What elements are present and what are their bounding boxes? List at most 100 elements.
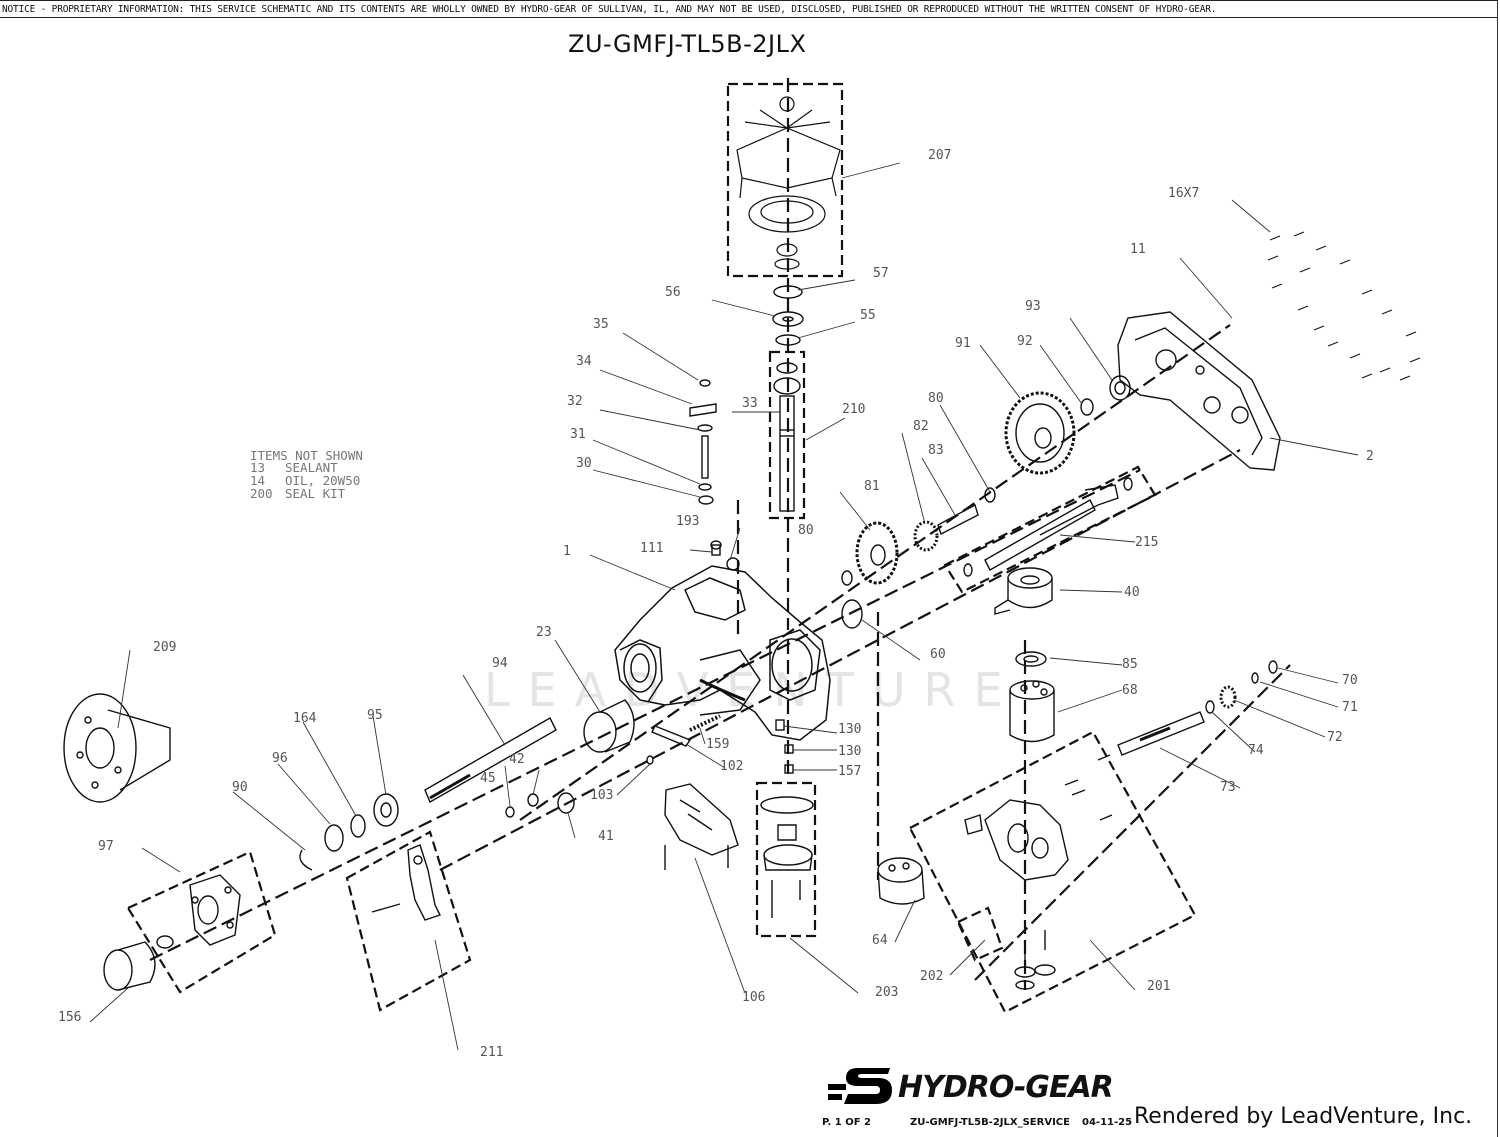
part-label: 40 bbox=[1124, 585, 1140, 600]
part-label: 11 bbox=[1130, 242, 1146, 257]
part-label: 74 bbox=[1248, 743, 1264, 758]
gear-72 bbox=[1219, 685, 1237, 709]
washer-74 bbox=[1205, 700, 1215, 714]
part-label: 91 bbox=[955, 336, 971, 351]
shaft-73 bbox=[1117, 711, 1205, 756]
diagram-title: ZU-GMFJ-TL5B-2JLX bbox=[568, 30, 807, 58]
part-label: 85 bbox=[1122, 657, 1138, 672]
part-label: 83 bbox=[928, 443, 944, 458]
part-label: 16X7 bbox=[1168, 186, 1199, 201]
part-label: 156 bbox=[58, 1010, 81, 1025]
kit-boxes bbox=[126, 82, 1197, 1014]
part-label: 57 bbox=[873, 266, 889, 281]
document-date: 04-11-25 bbox=[1082, 1117, 1133, 1128]
pistons-64 bbox=[877, 857, 925, 905]
part-label: 60 bbox=[930, 647, 946, 662]
part-label: 64 bbox=[872, 933, 888, 948]
pin-103 bbox=[646, 755, 654, 765]
gear-91 bbox=[1004, 391, 1076, 475]
note-desc: SEAL KIT bbox=[285, 486, 346, 501]
part-label: 203 bbox=[875, 985, 898, 1000]
part-label: 211 bbox=[480, 1045, 503, 1060]
part-label: 130 bbox=[838, 744, 861, 759]
note-desc: OIL, 20W50 bbox=[285, 473, 360, 488]
part-label: 56 bbox=[665, 285, 681, 300]
ring-45 bbox=[505, 806, 515, 818]
part-label: 103 bbox=[590, 788, 613, 803]
fan-part bbox=[736, 96, 841, 270]
note-num: 14 bbox=[250, 473, 265, 488]
hydro-gear-logo-icon bbox=[828, 1068, 892, 1104]
part-label: 210 bbox=[842, 402, 865, 417]
part-label: 92 bbox=[1017, 334, 1033, 349]
part-label: 202 bbox=[920, 969, 943, 984]
part-label: 1 bbox=[563, 544, 571, 559]
part-label: 193 bbox=[676, 514, 699, 529]
part-label: 209 bbox=[153, 640, 176, 655]
note-num: 13 bbox=[250, 460, 265, 475]
part-number-labels: 207 16X7 11 57 56 55 35 34 33 32 31 30 2… bbox=[58, 148, 1374, 1060]
part-label: 23 bbox=[536, 625, 552, 640]
bearing-95-96-164-90 bbox=[299, 793, 399, 871]
washer-56 bbox=[772, 311, 804, 327]
part-label: 73 bbox=[1220, 780, 1236, 795]
part-label: 159 bbox=[706, 737, 729, 752]
frame-border bbox=[1497, 0, 1498, 1137]
side-cover-2 bbox=[1117, 311, 1281, 471]
part-label: 207 bbox=[928, 148, 951, 163]
filter-203 bbox=[760, 719, 814, 918]
bearing-85 bbox=[1015, 651, 1047, 667]
part-label: 80 bbox=[798, 523, 814, 538]
shaft-210 bbox=[773, 362, 801, 512]
pump-body-201 bbox=[964, 754, 1113, 990]
ring-71 bbox=[1251, 672, 1259, 684]
flange-209 bbox=[63, 693, 171, 803]
lever-102 bbox=[651, 725, 692, 747]
axis-lines bbox=[149, 78, 1291, 990]
part-label: 45 bbox=[480, 771, 496, 786]
part-label: 164 bbox=[293, 711, 317, 726]
seal-41 bbox=[557, 792, 575, 814]
note-desc: SEALANT bbox=[285, 460, 338, 475]
bolt-stack-30-35 bbox=[689, 379, 717, 505]
part-label: 71 bbox=[1342, 700, 1358, 715]
washer-80 bbox=[984, 487, 996, 503]
part-label: 34 bbox=[576, 354, 592, 369]
part-label: 106 bbox=[742, 990, 765, 1005]
part-label: 95 bbox=[367, 708, 383, 723]
part-label: 80 bbox=[928, 391, 944, 406]
part-label: 157 bbox=[838, 764, 861, 779]
part-label: 33 bbox=[742, 396, 758, 411]
part-label: 215 bbox=[1135, 535, 1158, 550]
part-label: 111 bbox=[640, 541, 663, 556]
notes-heading: ITEMS NOT SHOWN bbox=[250, 448, 363, 463]
plug-111 bbox=[710, 540, 722, 550]
part-label: 68 bbox=[1122, 683, 1138, 698]
washer-70 bbox=[1268, 660, 1278, 674]
part-label: 96 bbox=[272, 751, 288, 766]
part-label: 72 bbox=[1327, 730, 1343, 745]
ring-55 bbox=[775, 334, 801, 346]
hub-97 bbox=[156, 874, 241, 949]
leader-lines bbox=[89, 162, 1359, 1051]
housing-1 bbox=[614, 565, 831, 741]
bearing-93 bbox=[1109, 375, 1131, 401]
gear-82 bbox=[913, 520, 939, 552]
bearing-60 bbox=[841, 599, 863, 629]
notes-block: ITEMS NOT SHOWN 13 SEALANT 14 OIL, 20W50… bbox=[250, 448, 363, 501]
bracket-211 bbox=[371, 844, 441, 921]
part-label: 42 bbox=[509, 752, 525, 767]
bolts-16x7 bbox=[1267, 231, 1421, 381]
part-label: 201 bbox=[1147, 979, 1170, 994]
part-label: 30 bbox=[576, 456, 592, 471]
spring-159 bbox=[689, 714, 721, 732]
shaft-83 bbox=[937, 503, 979, 535]
axle-94 bbox=[424, 717, 557, 804]
part-label: 130 bbox=[838, 722, 861, 737]
part-label: 32 bbox=[567, 394, 583, 409]
part-label: 2 bbox=[1366, 449, 1374, 464]
watermark: LEADVENTURE bbox=[484, 663, 1021, 717]
note-num: 200 bbox=[250, 486, 273, 501]
ring-57 bbox=[773, 285, 803, 299]
